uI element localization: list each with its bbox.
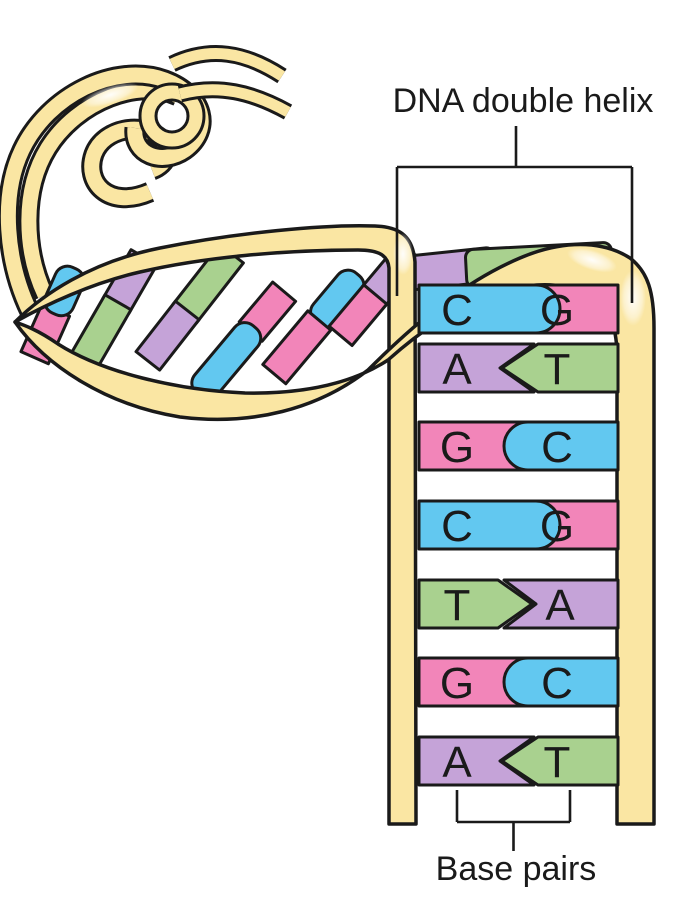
base-pairs-label: Base pairs (436, 850, 597, 888)
base-pair-row: C G (417, 283, 620, 335)
base-adenine (134, 299, 201, 372)
base-letter: G (440, 659, 474, 708)
base-letter: C (541, 659, 573, 708)
base-pair-ladder: C G A T G C C G T A (417, 283, 620, 787)
dna-double-helix-bracket (395, 126, 634, 303)
base-cytosine (502, 420, 620, 472)
base-guanine (327, 283, 389, 347)
base-pair-row: G C (417, 656, 620, 708)
coil-sheen (81, 82, 139, 108)
base-cytosine (417, 499, 562, 551)
base-letter: A (545, 581, 575, 630)
base-letter: C (441, 502, 473, 551)
base-adenine (417, 342, 536, 394)
base-cytosine (502, 656, 620, 708)
base-pair-row: C G (417, 499, 620, 551)
base-letter: T (544, 738, 571, 787)
helix-coil (0, 45, 293, 317)
base-letter: C (441, 286, 473, 335)
base-cytosine (417, 283, 562, 335)
annotations: DNA double helix Base pairs (393, 82, 654, 888)
base-letter: T (544, 345, 571, 394)
base-adenine (502, 578, 620, 630)
band-rung (190, 280, 298, 401)
band-rung (261, 268, 366, 386)
base-pairs-bracket (455, 790, 572, 851)
base-letter: C (541, 423, 573, 472)
base-thymine (500, 735, 620, 787)
crest-sheen (567, 247, 617, 273)
base-pair-row: T A (417, 578, 620, 630)
base-pair-row: A T (417, 342, 620, 394)
base-pair-row: A T (417, 735, 620, 787)
left-strand (13, 223, 418, 826)
base-pair-row: G C (417, 420, 620, 472)
base-thymine (417, 578, 534, 630)
base-letter: G (540, 286, 574, 335)
base-adenine (417, 735, 536, 787)
dna-double-helix-label: DNA double helix (393, 82, 654, 120)
base-thymine (500, 342, 620, 394)
base-letter: G (540, 502, 574, 551)
base-letter: T (444, 581, 471, 630)
base-letter: G (440, 423, 474, 472)
base-guanine (261, 309, 333, 386)
band-rung (134, 242, 245, 372)
base-letter: A (442, 345, 472, 394)
base-letter: A (442, 738, 472, 787)
